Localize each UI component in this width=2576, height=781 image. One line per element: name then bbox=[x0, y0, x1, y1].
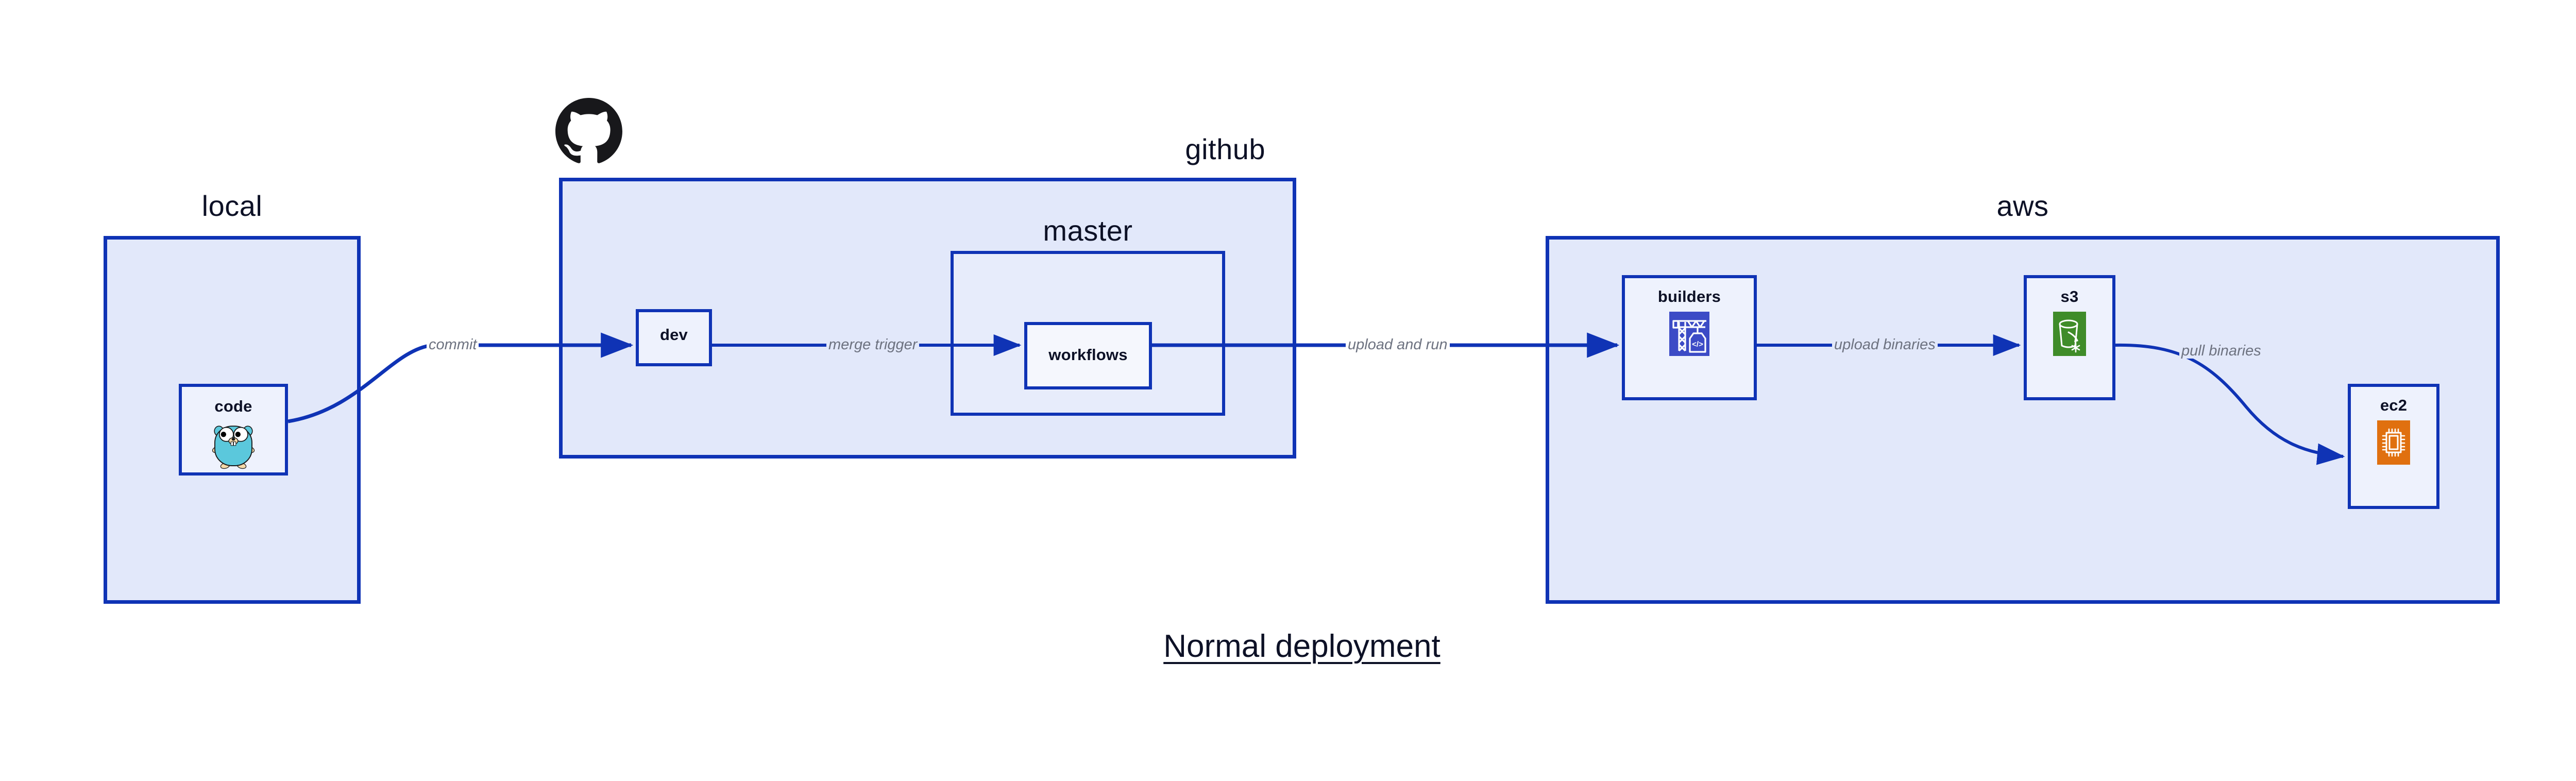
node-s3[interactable]: s3 bbox=[2024, 275, 2115, 400]
figure-title: Normal deployment bbox=[1163, 629, 1440, 664]
node-builders[interactable]: builders </> bbox=[1622, 275, 1757, 400]
node-label-ec2: ec2 bbox=[2380, 396, 2408, 414]
container-label-aws: aws bbox=[1996, 190, 2049, 222]
node-code[interactable]: code bbox=[179, 384, 288, 476]
container-label-local: local bbox=[201, 190, 263, 222]
edge-label-upload-and-run: upload and run bbox=[1346, 337, 1450, 352]
edge-label-commit: commit bbox=[427, 337, 479, 352]
node-label-s3: s3 bbox=[2060, 287, 2079, 305]
svg-text:</>: </> bbox=[1692, 340, 1703, 349]
edge-label-pull-binaries: pull binaries bbox=[2179, 344, 2263, 359]
container-label-master: master bbox=[1043, 214, 1133, 247]
node-workflows[interactable]: workflows bbox=[1024, 322, 1152, 389]
node-label-code: code bbox=[214, 397, 252, 415]
aws-s3-glacier-bucket-icon bbox=[2053, 312, 2086, 359]
aws-codebuild-crane-icon: </> bbox=[1669, 312, 1709, 359]
go-gopher-icon bbox=[209, 420, 258, 472]
node-label-builders: builders bbox=[1657, 287, 1721, 305]
edge-label-upload-binaries: upload binaries bbox=[1832, 337, 1938, 352]
node-dev[interactable]: dev bbox=[636, 309, 712, 366]
node-label-dev: dev bbox=[659, 326, 688, 344]
edge-label-merge-trigger: merge trigger bbox=[826, 337, 920, 352]
node-label-workflows: workflows bbox=[1048, 346, 1128, 364]
github-octocat-icon bbox=[555, 98, 622, 165]
container-label-github: github bbox=[1185, 133, 1265, 165]
aws-ec2-chip-icon bbox=[2377, 420, 2410, 467]
node-ec2[interactable]: ec2 bbox=[2348, 384, 2439, 509]
